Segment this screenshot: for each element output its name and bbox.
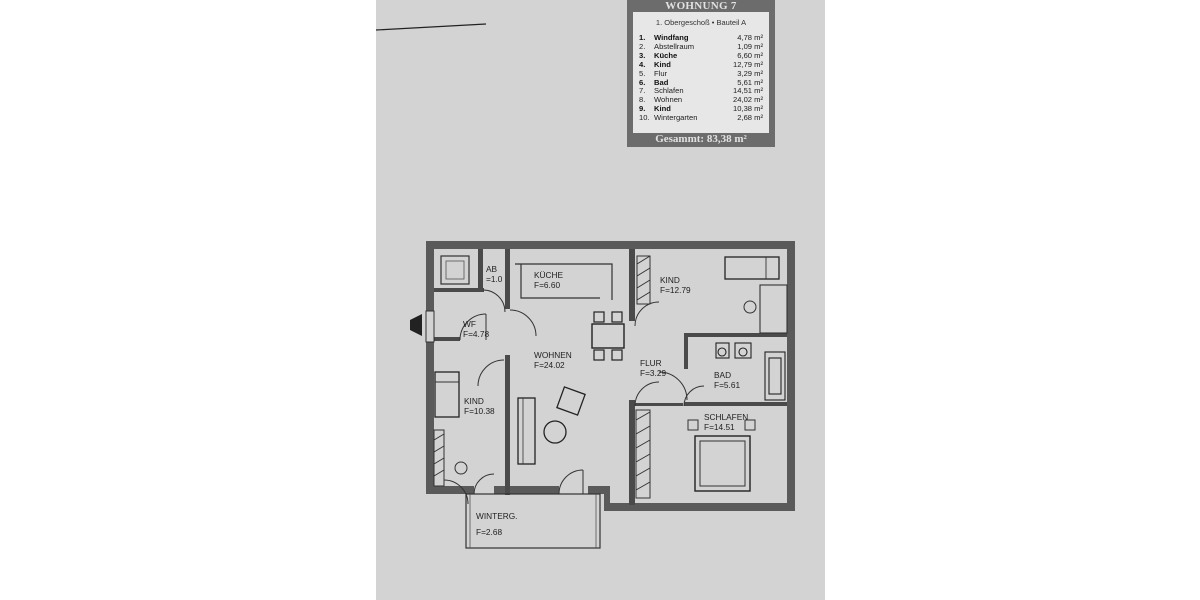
legend-row-name: Wohnen [654,95,683,105]
legend-table: 1. Obergeschoß • Bauteil A 1. Windfang 4,7… [633,12,769,133]
stray-pen-line [375,23,487,31]
legend-row-area: 12,79 m² [733,59,763,69]
legend-row-name: Kind [654,59,671,69]
interior-walls [434,249,787,505]
legend-row-name: Windfang [654,33,689,42]
legend-row: 5. Flur 3,29 m² [639,69,763,78]
legend-row: 6. Bad 5,61 m² [639,78,763,87]
legend-row: 9. Kind 10,38 m² [639,104,763,113]
legend-row-number: 2. [639,41,646,51]
kitchen-counter [515,263,613,300]
legend-row-name: Schlafen [654,86,684,96]
legend-row-area: 3,29 m² [737,68,763,78]
entrance-arrow [410,314,422,336]
bed-top-right [724,256,780,280]
dining-table [591,323,625,349]
round-table [543,420,567,444]
legend-row-number: 9. [639,104,646,114]
legend-row-area: 1,09 m² [737,41,763,51]
door-swings [443,289,705,505]
legend-row-name: Küche [654,50,678,60]
sofa [517,397,536,465]
wintergarden-outline [465,493,601,549]
room-label-winterg: WINTERG.F=2.68 [476,511,518,537]
wardrobe-top-right [759,284,788,334]
legend-row-name: Abstellraum [654,41,695,51]
legend-row: 10. Wintergarten 2,68 m² [639,113,763,122]
legend-row-number: 6. [639,77,646,87]
legend-row: 3. Küche 6,60 m² [639,51,763,60]
legend-row-area: 24,02 m² [733,95,763,105]
legend-row-number: 10. [639,113,650,123]
legend-row-name: Kind [654,104,671,114]
legend-row-area: 4,78 m² [737,33,763,42]
legend-row-area: 6,60 m² [737,50,763,60]
legend-row-number: 7. [639,86,646,96]
legend-row: 8. Wohnen 24,02 m² [639,95,763,104]
legend-row-area: 10,38 m² [733,104,763,114]
wardrobe-hatch-windfang [433,429,445,487]
legend-total: Gesammt: 83,38 m² [655,133,747,145]
outer-walls [426,241,795,511]
armchair [556,386,586,416]
room-label-ab: AB=1.0 [486,264,503,284]
bathroom-fixtures [715,342,786,401]
legend-row-name: Wintergarten [654,113,698,123]
room-legend: WOHNUNG 7 1. Obergeschoß • Bauteil A 1. W… [627,0,775,147]
legend-row-name: Flur [654,68,668,78]
double-bed [694,435,751,492]
bed-left [434,371,460,418]
legend-row-name: Bad [654,77,669,87]
legend-row-area: 2,68 m² [737,113,763,123]
legend-subtitle: 1. Obergeschoß • Bauteil A [655,18,747,27]
legend-row: 7. Schlafen 14,51 m² [639,86,763,95]
legend-row: 1. Windfang 4,78 m² [639,33,763,42]
legend-row-area: 14,51 m² [733,86,763,96]
legend-title: WOHNUNG 7 [665,0,737,12]
kitchen-sink [440,255,470,285]
legend-row-number: 3. [639,50,646,60]
legend-row-number: 8. [639,95,646,105]
legend-row: 4. Kind 12,79 m² [639,60,763,69]
legend-row-number: 1. [639,33,646,42]
dining-chairs [593,311,623,361]
legend-row-area: 5,61 m² [737,77,763,87]
legend-row-number: 5. [639,68,646,78]
wardrobe-hatch-kind [636,255,651,305]
legend-row-number: 4. [639,59,646,69]
wardrobe-hatch-schlafen [635,409,651,499]
legend-row: 2. Abstellraum 1,09 m² [639,42,763,51]
